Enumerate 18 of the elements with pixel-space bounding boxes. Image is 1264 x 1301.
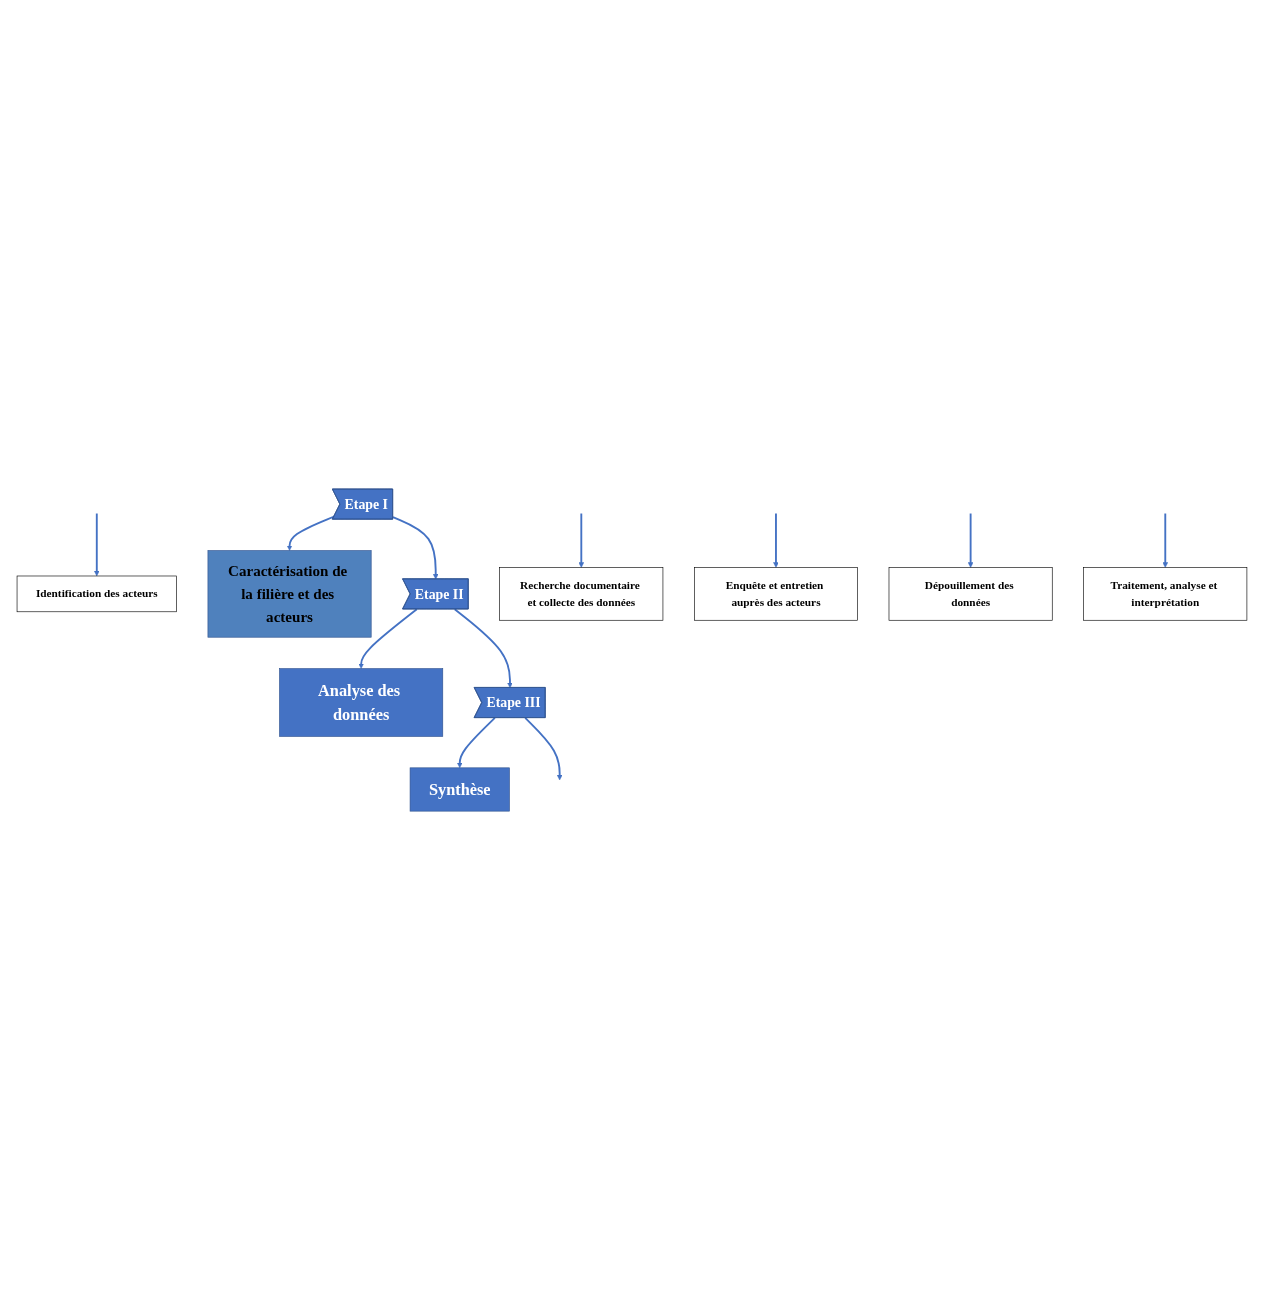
arrow <box>1162 512 1169 569</box>
arrow <box>392 516 439 580</box>
arrow <box>94 512 100 577</box>
arrow <box>457 717 496 769</box>
arrow <box>773 512 779 569</box>
arrow <box>578 512 585 569</box>
node-box: Dépouillement des données <box>888 567 1053 621</box>
node-box: Caractérisation de la filière et des acteurs <box>207 550 372 638</box>
arrow <box>524 717 563 781</box>
arrow <box>358 608 418 670</box>
node-box: Identification des acteurs <box>16 576 177 613</box>
node-box: Traitement, analyse et interprétation <box>1083 567 1248 621</box>
node-box: Enquête et entretien auprès des acteurs <box>694 567 858 621</box>
arrow <box>967 512 974 569</box>
arrow <box>453 608 513 689</box>
node-box: Analyse des données <box>279 668 444 738</box>
node-box: Synthèse <box>409 767 510 812</box>
node-box: Recherche documentaire et collecte des données <box>499 567 664 621</box>
